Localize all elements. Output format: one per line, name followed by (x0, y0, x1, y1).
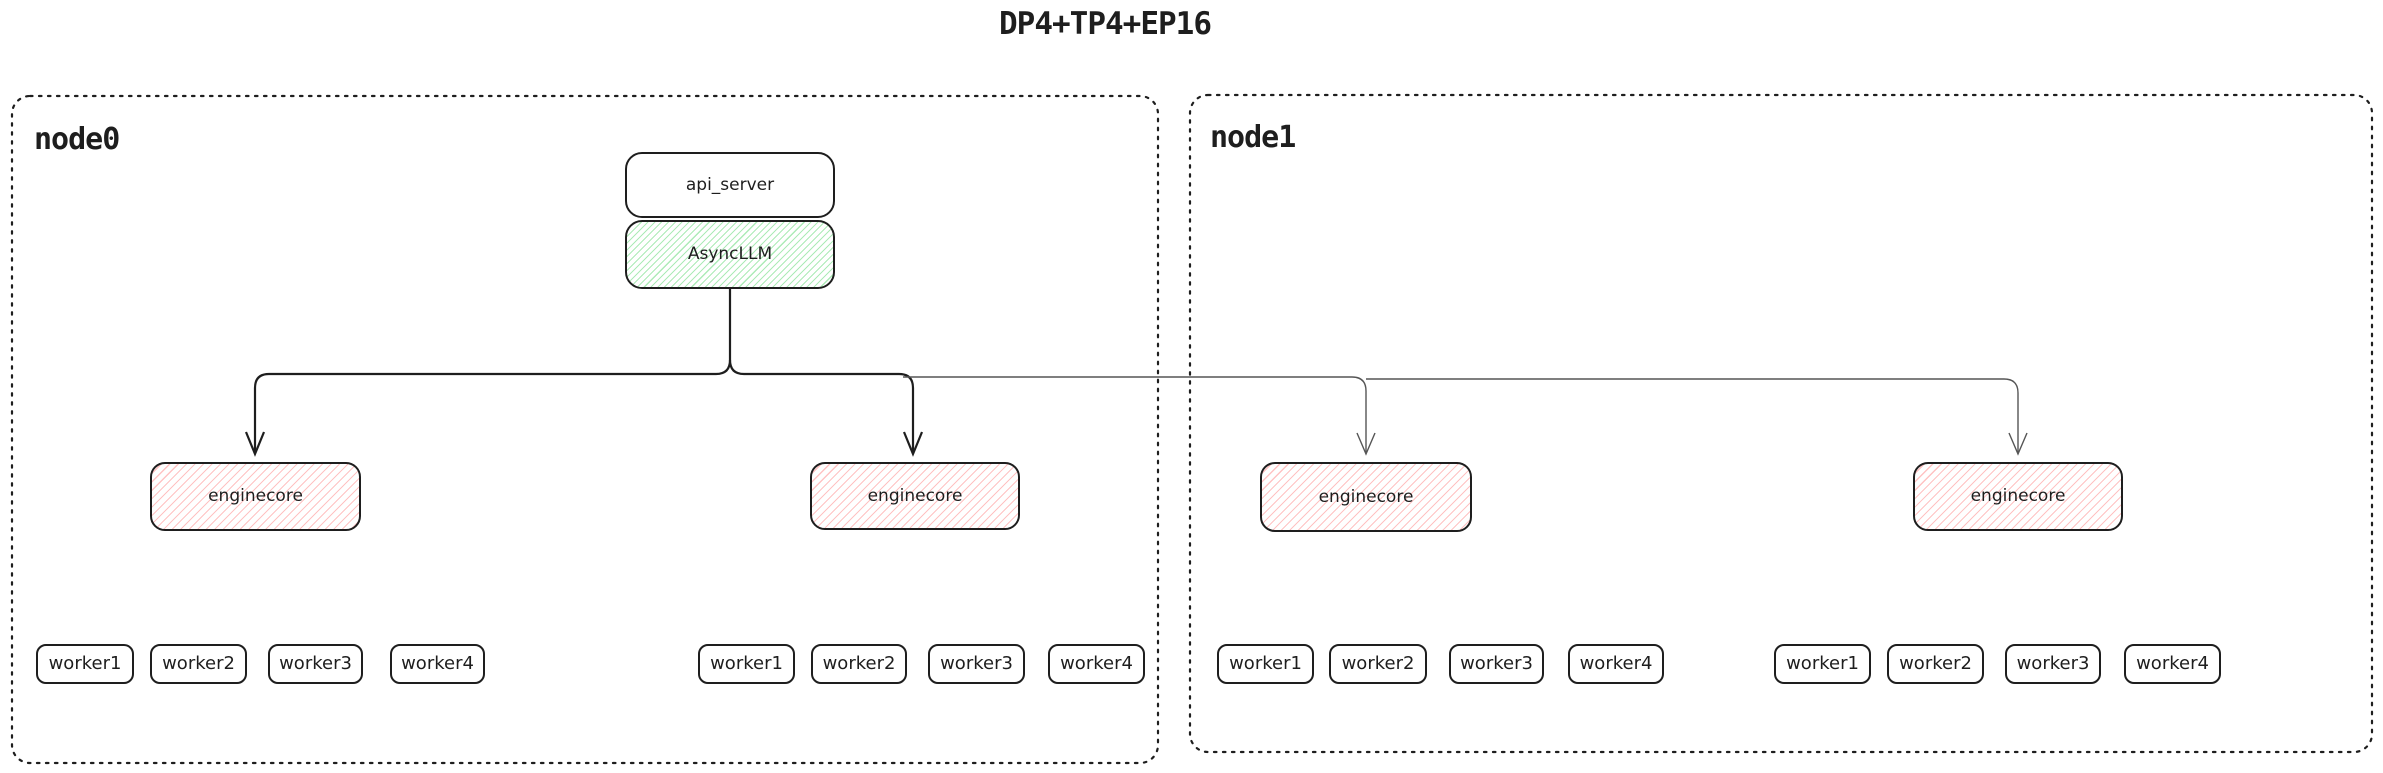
worker-box: worker2 (1887, 644, 1984, 684)
worker-label: worker1 (48, 653, 122, 674)
node0-container (10, 94, 1160, 765)
worker-box: worker4 (1568, 644, 1664, 684)
worker-label: worker3 (940, 653, 1013, 674)
diagram-title: DP4+TP4+EP16 (999, 6, 1212, 42)
worker-label: worker3 (1460, 653, 1533, 674)
worker-label: worker2 (1899, 653, 1972, 674)
worker-label: worker2 (1341, 653, 1415, 674)
worker-label: worker3 (279, 653, 352, 674)
node1-container (1188, 93, 2374, 754)
worker-label: worker4 (1060, 653, 1133, 674)
arrowhead-enginecore3 (1356, 432, 1376, 456)
asyncllm-box: AsyncLLM (625, 220, 835, 289)
arrowhead-enginecore2 (902, 431, 924, 457)
worker-box: worker2 (1329, 644, 1427, 684)
worker-box: worker2 (150, 644, 247, 684)
worker-box: worker3 (1449, 644, 1544, 684)
worker-label: worker4 (1579, 653, 1653, 674)
arrow-asyncllm-to-enginecore1 (253, 289, 732, 452)
worker-box: worker1 (1774, 644, 1871, 684)
worker-box: worker1 (1217, 644, 1314, 684)
worker-box: worker4 (1048, 644, 1145, 684)
worker-box: worker3 (928, 644, 1025, 684)
enginecore-box-2: enginecore (810, 462, 1020, 530)
worker-box: worker3 (2005, 644, 2101, 684)
api-server-box: api_server (625, 152, 835, 218)
worker-label: worker4 (2136, 653, 2209, 674)
enginecore-box-4: enginecore (1913, 462, 2123, 531)
worker-label: worker1 (1229, 653, 1302, 674)
worker-box: worker4 (2124, 644, 2221, 684)
enginecore-label: enginecore (208, 486, 303, 506)
worker-box: worker1 (36, 644, 134, 684)
node1-label: node1 (1210, 120, 1296, 155)
asyncllm-label: AsyncLLM (687, 244, 773, 264)
arrow-to-enginecore4 (1366, 378, 2019, 452)
worker-label: worker3 (2016, 653, 2090, 674)
enginecore-label: enginecore (1970, 486, 2066, 506)
worker-label: worker4 (401, 653, 474, 674)
enginecore-label: enginecore (1318, 486, 1414, 507)
arrow-to-enginecore3 (903, 376, 1367, 452)
worker-box: worker3 (268, 644, 363, 684)
worker-label: worker2 (162, 653, 235, 674)
worker-label: worker2 (822, 653, 896, 674)
enginecore-label: enginecore (867, 485, 963, 506)
enginecore-box-1: enginecore (150, 462, 361, 531)
worker-box: worker2 (811, 644, 907, 684)
arrowhead-enginecore1 (244, 431, 266, 457)
arrowhead-enginecore4 (2008, 432, 2028, 456)
worker-label: worker1 (710, 653, 783, 674)
worker-box: worker4 (390, 644, 485, 684)
arrow-asyncllm-to-enginecore2 (728, 359, 915, 452)
api-server-label: api_server (685, 174, 775, 195)
worker-box: worker1 (698, 644, 795, 684)
enginecore-box-3: enginecore (1260, 462, 1472, 532)
worker-label: worker1 (1786, 653, 1859, 674)
node0-label: node0 (34, 122, 120, 157)
